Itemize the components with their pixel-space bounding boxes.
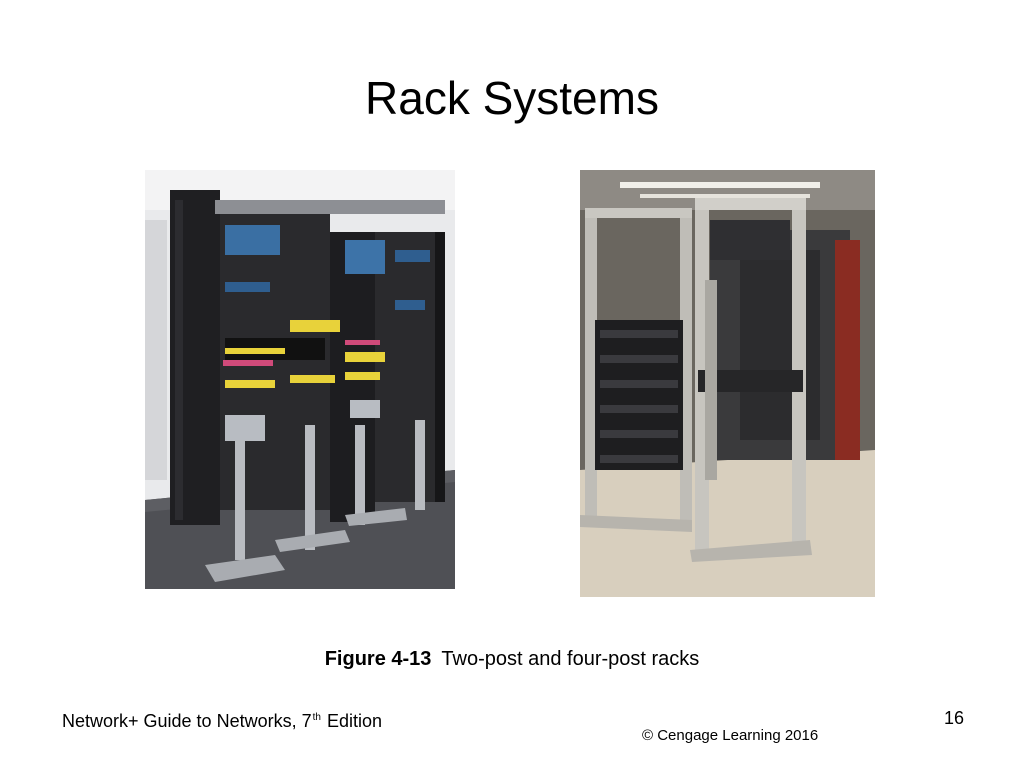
figure-caption: Figure 4-13 Two-post and four-post racks [0, 646, 1024, 672]
figure-caption-text: Two-post and four-post racks [441, 648, 700, 670]
page-number: 16 [943, 708, 964, 728]
figure-label: Figure 4-13 [324, 648, 432, 670]
two-post-racks-illustration [145, 170, 455, 589]
two-post-racks-photo [145, 170, 455, 589]
slide-title: Rack Systems [365, 72, 659, 124]
footer-book-title: Network+ Guide to Networks, 7th Edition [62, 706, 382, 733]
four-post-racks-illustration [580, 170, 875, 597]
four-post-racks-photo [580, 170, 875, 597]
book-title-superscript: th [312, 712, 321, 723]
book-title-main: Network+ Guide to Networks, 7 [62, 711, 312, 731]
copyright-notice: © Cengage Learning 2016 [642, 727, 819, 744]
book-title-edition: Edition [321, 711, 382, 731]
